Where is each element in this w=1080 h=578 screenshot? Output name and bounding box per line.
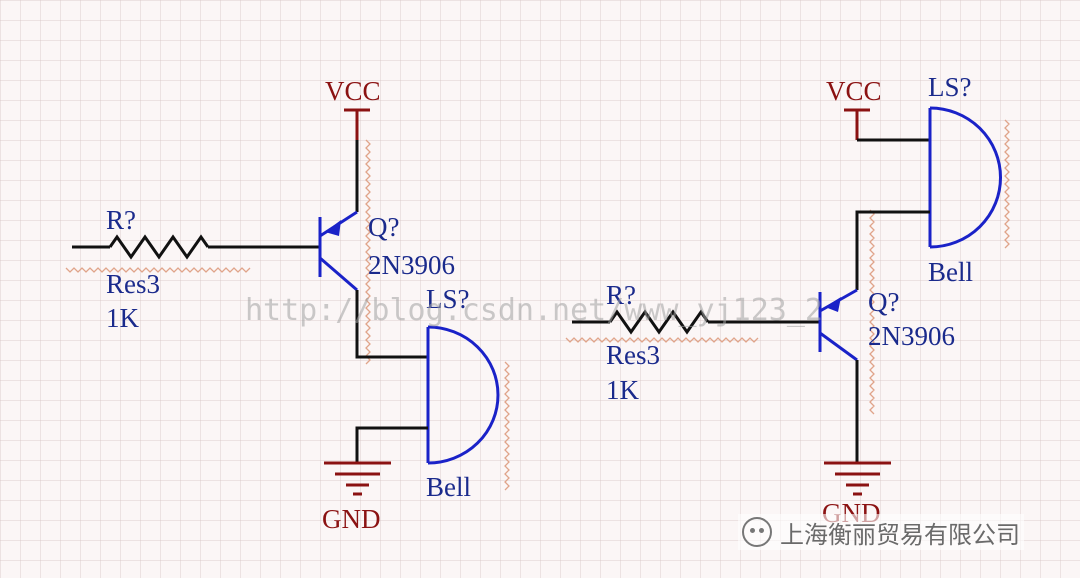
vcc-symbol-2: VCC	[826, 76, 882, 140]
resistor-designator-1: R?	[106, 205, 136, 235]
selection-marks	[65, 119, 1010, 491]
transistor-part-1: 2N3906	[368, 250, 455, 280]
transistor-2	[818, 288, 858, 362]
resistor-type-1: Res3	[106, 269, 160, 299]
gnd-symbol-1	[324, 461, 391, 496]
resistor-value-1: 1K	[106, 303, 140, 333]
buzzer-2	[928, 106, 1003, 249]
circuit-2: VCC LS? Bell R? Res3 1K Q? 2N3906	[572, 72, 1003, 528]
buzzer-designator-1: LS?	[426, 284, 470, 314]
wechat-icon	[742, 517, 772, 547]
resistor-value-2: 1K	[606, 375, 640, 405]
resistor-type-2: Res3	[606, 340, 660, 370]
transistor-designator-2: Q?	[868, 287, 899, 317]
circuit-1: VCC R? Res3 1K Q? 2N3906 LS? Bell	[72, 76, 500, 534]
buzzer-designator-2: LS?	[928, 72, 972, 102]
vcc-label-2: VCC	[826, 76, 882, 106]
buzzer-type-1: Bell	[426, 472, 471, 502]
resistor-2	[608, 309, 710, 335]
vcc-symbol-1: VCC	[325, 76, 381, 140]
resistor-1	[108, 234, 210, 260]
gnd-symbol-2	[824, 461, 891, 496]
transistor-designator-1: Q?	[368, 212, 399, 242]
footer-text: 上海衡丽贸易有限公司	[780, 520, 1020, 549]
buzzer-type-2: Bell	[928, 257, 973, 287]
transistor-1	[318, 210, 358, 292]
gnd-label-1: GND	[322, 504, 381, 534]
resistor-designator-2: R?	[606, 280, 636, 310]
transistor-part-2: 2N3906	[868, 321, 955, 351]
vcc-label-1: VCC	[325, 76, 381, 106]
footer-brand: 上海衡丽贸易有限公司	[738, 514, 1024, 550]
buzzer-1	[426, 325, 500, 465]
watermark-text: http://blog.csdn.net/www_yj123_2	[245, 293, 823, 328]
